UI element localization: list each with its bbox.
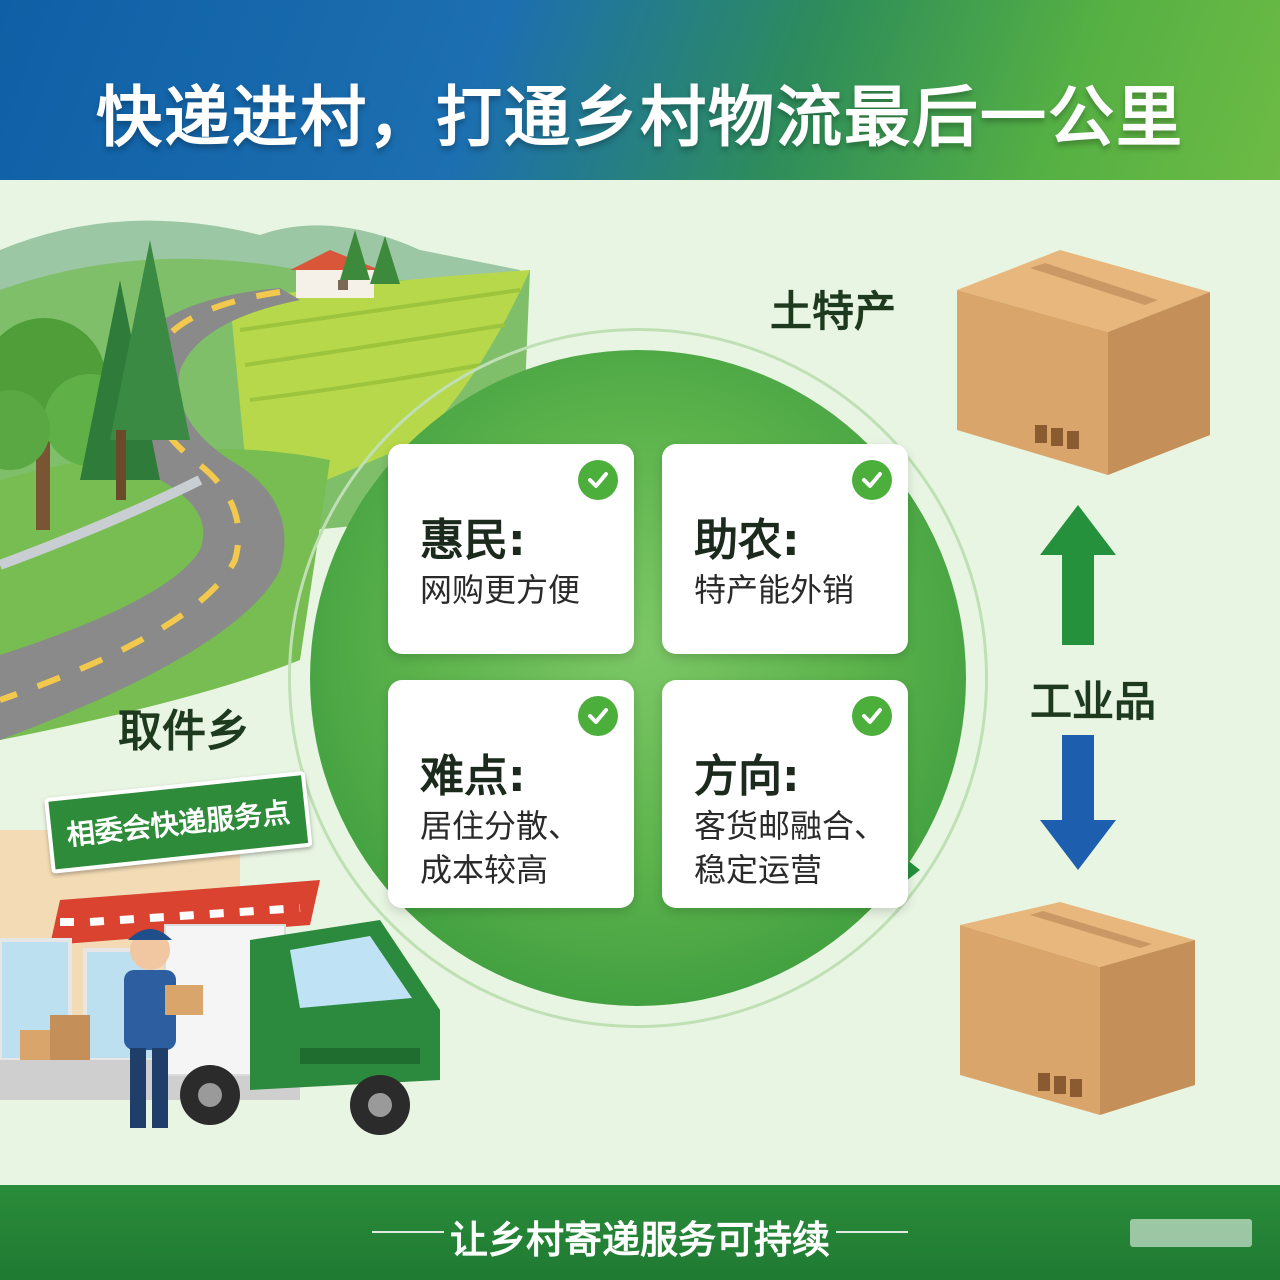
box-icon [960,902,1195,1115]
tree-icon [340,230,400,284]
tree-icon [0,240,190,530]
rural-scene-illustration [0,220,1210,1135]
page-title: 快递进村，打通乡村物流最后一公里 [96,79,1184,156]
check-icon [852,696,892,736]
footer-divider-right [836,1231,908,1233]
main-area: 惠民: 网购更方便 助农: 特产能外销 难点: 居住分散、成本较高 方向: 客货… [0,180,1280,1185]
card-title: 惠民: [420,515,526,566]
pickup-label: 取件乡 [118,706,250,757]
shop-sign-text: 相委会快递服务点 [65,795,292,852]
arrow-up-icon [1040,505,1116,645]
card-title: 难点: [420,751,526,802]
card-body: 居住分散、成本较高 [420,807,581,889]
card-body: 网购更方便 [420,571,581,609]
field [230,270,530,510]
truck-icon [164,920,440,1135]
footer-slogan: 让乡村寄递服务可持续 [449,1218,830,1262]
card-difficulty: 难点: 居住分散、成本较高 [388,680,634,908]
courier-icon [124,929,203,1128]
footer-divider-left [372,1231,444,1233]
road-icon [0,288,300,740]
center-circle-ring [288,328,988,1028]
header-banner: 快递进村，打通乡村物流最后一公里 [0,0,1280,180]
local-products-label: 土特产 [770,287,897,336]
card-benefit-people: 惠民: 网购更方便 [388,444,634,654]
industrial-goods-label: 工业品 [1030,677,1157,726]
card-title: 方向: [694,751,800,802]
card-title: 助农: [694,515,800,566]
box-icon [957,250,1210,475]
card-help-farmers: 助农: 特产能外销 [662,444,908,654]
card-direction: 方向: 客货邮融合、稳定运营 [662,680,908,908]
check-icon [852,460,892,500]
arrow-down-icon [1040,735,1116,870]
card-body: 特产能外销 [694,571,855,609]
card-body: 客货邮融合、稳定运营 [694,807,887,889]
watermark [1130,1219,1252,1247]
footer-banner: 让乡村寄递服务可持续 [0,1185,1280,1280]
check-icon [578,460,618,500]
check-icon [578,696,618,736]
